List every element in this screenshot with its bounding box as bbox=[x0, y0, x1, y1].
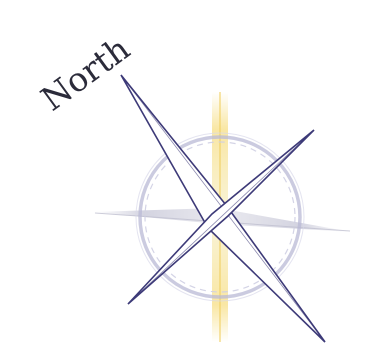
north-label: North bbox=[34, 29, 137, 119]
